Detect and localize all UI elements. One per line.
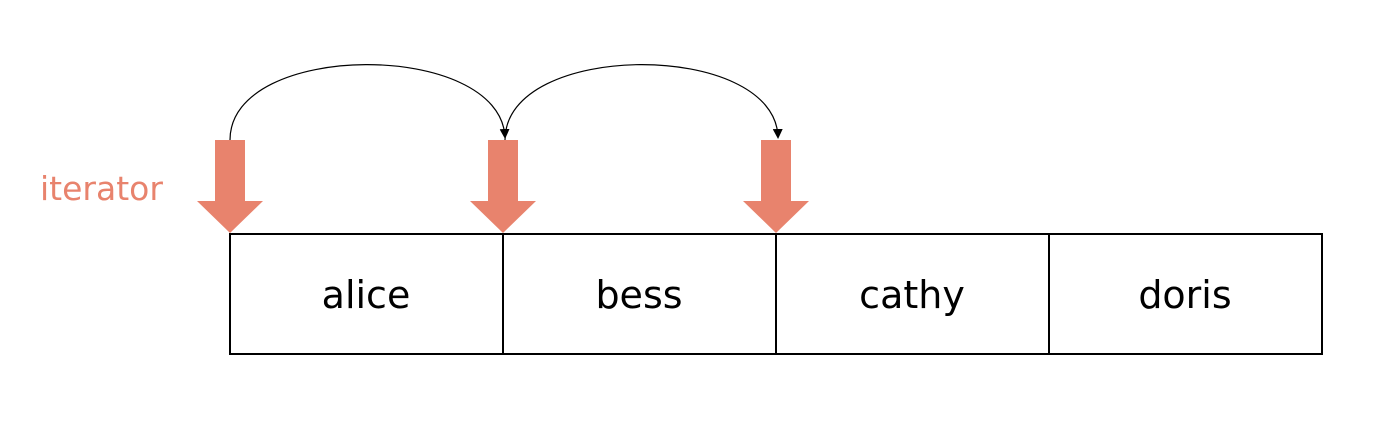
cell-label-doris: doris [1138, 273, 1231, 317]
transition-arrow-2 [504, 64, 783, 141]
pointer-arrow-1 [197, 140, 263, 233]
transition-arrows [229, 64, 783, 141]
pointer-arrow-3 [743, 140, 809, 233]
iterator-pointers [197, 140, 809, 233]
array: alice bess cathy doris [229, 233, 1323, 355]
cell-label-alice: alice [322, 273, 411, 317]
iterator-label: iterator [40, 169, 163, 208]
cell-label-bess: bess [595, 273, 682, 317]
pointer-arrow-2 [470, 140, 536, 233]
transition-arrow-1 [229, 64, 510, 141]
cell-label-cathy: cathy [859, 273, 965, 317]
